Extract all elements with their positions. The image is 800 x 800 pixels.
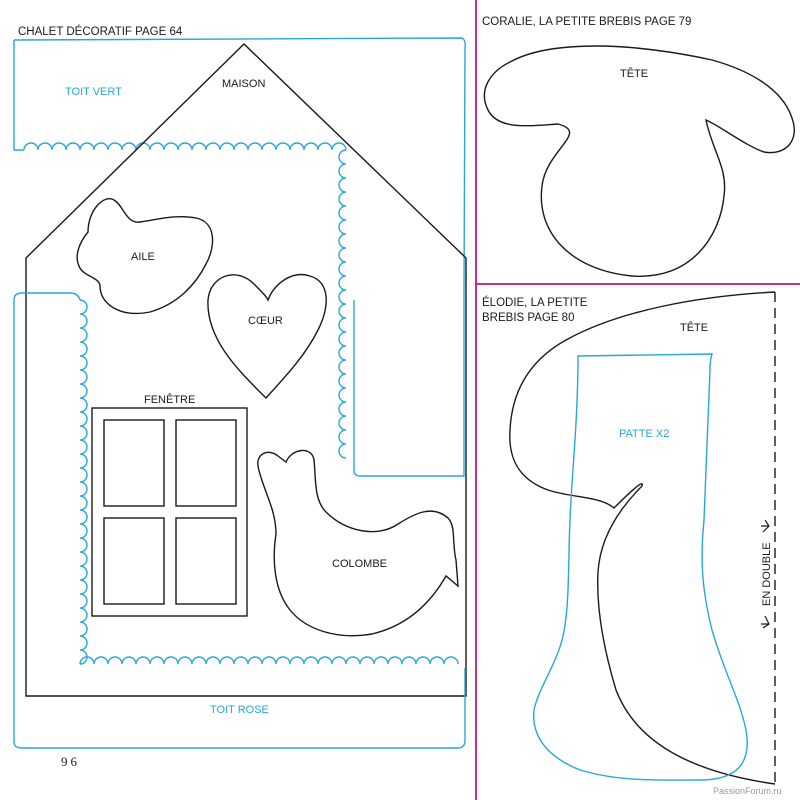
toit-vert-scallop [23, 142, 347, 151]
fenetre-label: FENÊTRE [144, 393, 195, 406]
en-double-arrow-bottom [761, 615, 770, 629]
page-number: 96 [61, 754, 80, 769]
elodie-tete-label: TÊTE [680, 321, 708, 334]
toit-rose-scallop-bottom [79, 656, 459, 665]
fenetre-pane-top-right [175, 419, 237, 507]
toit-rose-scallop-left [79, 299, 88, 665]
aile-outline [76, 198, 214, 314]
fenetre-frame [91, 407, 248, 617]
en-double-arrow-top [761, 519, 770, 533]
en-double-label: EN DOUBLE [761, 542, 773, 606]
coralie-tete-outline [483, 45, 795, 277]
fenetre-pane-bottom-right [175, 517, 237, 605]
coralie-heading: CORALIE, LA PETITE BREBIS PAGE 79 [482, 16, 691, 28]
elodie-heading-line1: ÉLODIE, LA PETITE [482, 296, 588, 309]
elodie-tete-outline [509, 291, 776, 785]
colombe-label: COLOMBE [332, 558, 387, 570]
toit-rose-label: TOIT ROSE [210, 704, 269, 716]
chalet-heading: CHALET DÉCORATIF PAGE 64 [18, 25, 183, 38]
elodie-patte-label: PATTE X2 [619, 428, 669, 440]
en-double-marker: EN DOUBLE [761, 542, 773, 606]
coeur-label: CŒUR [248, 315, 283, 327]
coralie-tete-label: TÊTE [620, 67, 648, 80]
maison-label: MAISON [222, 78, 265, 90]
toit-vert-scallop-right [338, 149, 347, 459]
fenetre-pane-top-left [103, 419, 165, 507]
aile-label: AILE [131, 251, 155, 263]
elodie-patte-outline [533, 353, 748, 781]
elodie-heading-line2: BREBIS PAGE 80 [482, 312, 574, 324]
coeur-outline [207, 273, 327, 400]
colombe-outline [257, 449, 459, 637]
toit-vert-outline [13, 37, 466, 477]
toit-vert-left-edge [13, 40, 24, 151]
watermark: PassionForum.ru [713, 786, 782, 796]
toit-rose-outline [13, 292, 466, 749]
toit-vert-label: TOIT VERT [65, 86, 122, 98]
fenetre-pane-bottom-left [103, 517, 165, 605]
maison-outline [25, 43, 467, 697]
